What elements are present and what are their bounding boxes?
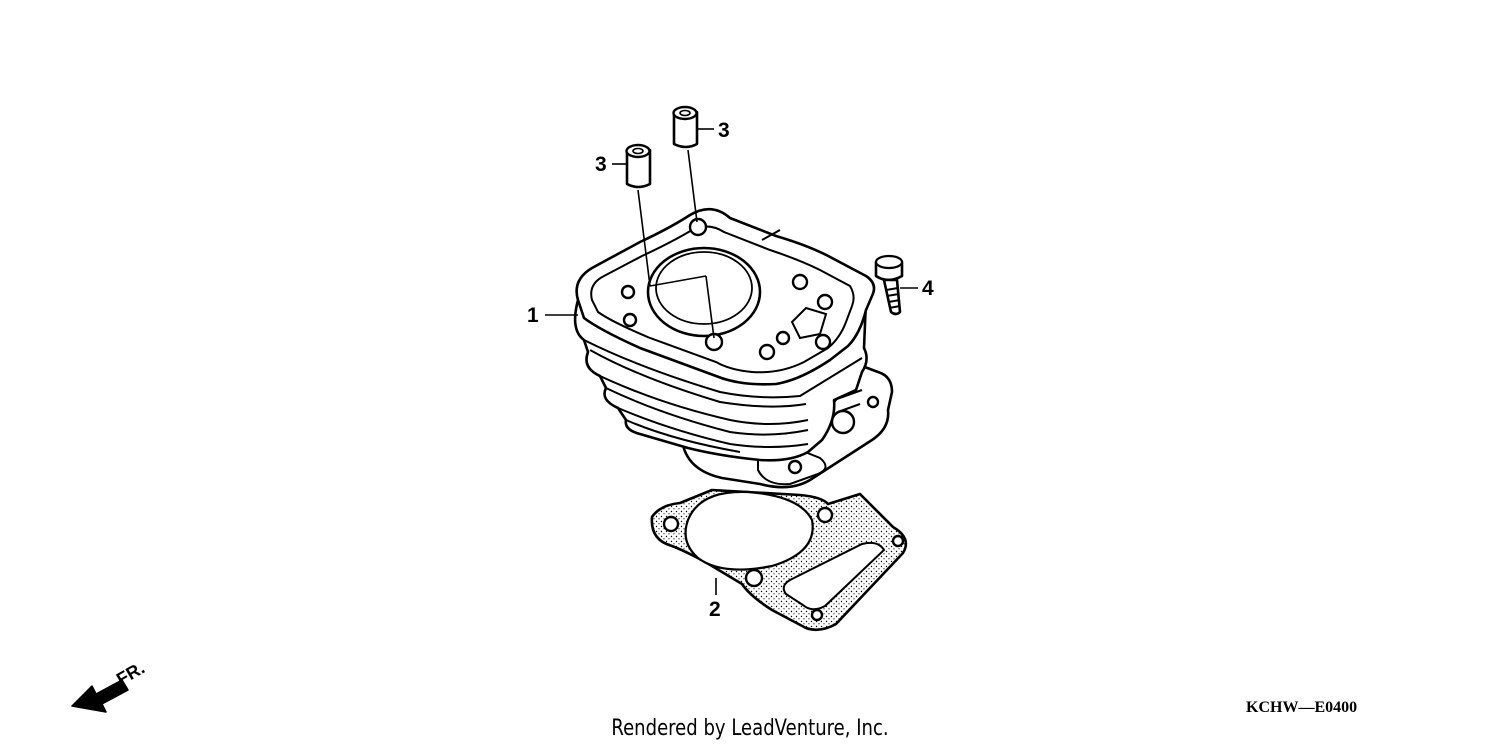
svg-text:3: 3 [595,153,607,176]
callout-bolt: 4 [900,277,934,300]
callout-gasket: 2 [709,578,721,621]
cylinder-block[interactable] [573,207,894,489]
callout-dowel-right: 3 [698,119,730,142]
svg-text:3: 3 [718,119,730,142]
svg-text:2: 2 [709,598,721,621]
cylinder-gasket[interactable] [650,488,908,632]
diagram-code: KCHW—E0400 [1246,699,1358,716]
dowel-pin-left[interactable] [625,143,715,339]
svg-text:4: 4 [922,277,934,300]
callout-dowel-left: 3 [595,153,626,176]
svg-text:1: 1 [527,304,539,327]
cylinder-bolt[interactable] [874,254,904,316]
render-credit: Rendered by LeadVenture, Inc. [611,716,889,741]
front-direction-arrow: FR. [71,658,148,713]
callout-cylinder: 1 [527,304,578,327]
dowel-pin-right[interactable] [672,105,699,223]
